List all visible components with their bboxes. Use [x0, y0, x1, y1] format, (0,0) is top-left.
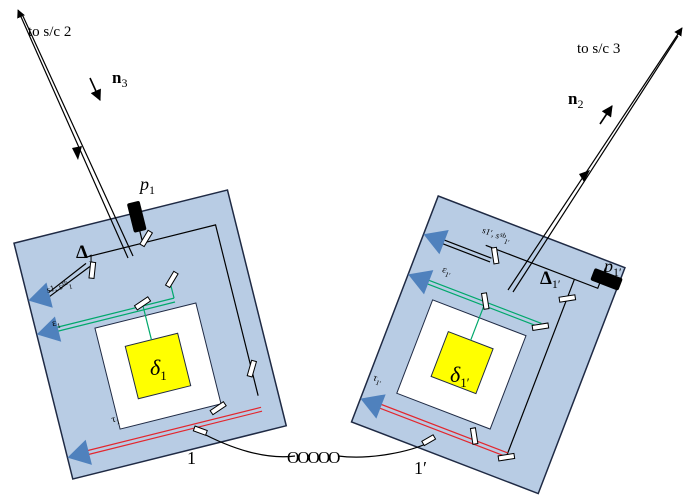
left-black-beam-path — [136, 221, 259, 396]
delta1p-label: δ1′ — [450, 362, 470, 390]
n2-arrow — [599, 105, 613, 125]
p1-label: p1 — [138, 174, 155, 197]
left-black-beam-horizontal — [84, 242, 143, 259]
to-sc3-label: to s/c 3 — [577, 41, 620, 57]
beam-to-sc2 — [17, 9, 129, 259]
s1-sb1-label: s1, ssb1 — [45, 278, 74, 297]
beam-to-sc3 — [507, 27, 683, 291]
right-beam-splitter — [469, 427, 479, 445]
tau1p-label-group: τ1′ — [371, 372, 385, 388]
tau1-label: τ1 — [110, 413, 121, 428]
delta1-label: δ1 — [150, 355, 167, 383]
to-sc2-label: to s/c 2 — [28, 24, 71, 40]
left-arrow-tau — [67, 439, 92, 465]
left-s-beam — [46, 262, 87, 295]
beam-to-sc2-midarrow — [72, 146, 82, 160]
left-beam-splitter — [164, 270, 179, 289]
tau1p-label: τ1′ — [371, 372, 385, 388]
left-beam-splitter — [246, 359, 258, 378]
eps1p-label-group: ε1′ — [440, 264, 454, 280]
left-green-beam-2 — [56, 301, 176, 333]
right-green-beam-down — [470, 305, 485, 341]
n3-arrow — [89, 77, 101, 102]
left-arrow-epsilon — [36, 316, 62, 342]
tau1-label-group: τ1 — [110, 413, 121, 428]
fiber-end-1p-label: 1′ — [414, 458, 427, 478]
fiber-end-1-label: 1 — [187, 448, 196, 468]
fiber-end-right — [421, 434, 437, 447]
left-red-beam-2 — [87, 410, 263, 456]
right-beam-splitter — [558, 294, 577, 303]
right-red-beam-2 — [375, 405, 507, 458]
right-black-beam-vertical — [506, 279, 575, 456]
right-s-beam — [439, 237, 492, 259]
eps1-label-group: ε1 — [51, 317, 62, 332]
left-laser-p1 — [127, 201, 147, 233]
right-arrow-tau — [360, 394, 386, 419]
left-arrow-s — [28, 282, 53, 308]
right-beam-splitter — [480, 292, 490, 310]
beam-to-sc3-return — [512, 35, 679, 293]
right-arrow-epsilon — [408, 270, 434, 295]
p1p-label: p1′ — [602, 256, 622, 279]
right-laser-p1p — [590, 268, 623, 291]
Delta1p-label: Δ1′ — [540, 268, 561, 291]
left-s-beam-2 — [47, 266, 91, 299]
s1-sb1-label-group: s1, ssb1 — [45, 278, 74, 297]
left-green-beam — [55, 297, 175, 329]
left-beam-splitter — [133, 296, 152, 311]
right-green-beam-2 — [423, 281, 541, 328]
beam-to-sc3-midarrow — [579, 170, 590, 182]
beam-to-sc2-return — [21, 13, 134, 257]
n3-label: n3 — [112, 68, 127, 90]
left-red-beam — [86, 406, 262, 452]
left-beam-splitter — [139, 229, 154, 248]
n2-label: n2 — [568, 89, 583, 111]
left-beam-splitter — [88, 261, 97, 279]
left-optical-bench — [13, 189, 288, 480]
right-s-beam-2 — [438, 241, 491, 263]
fiber-end-left — [192, 425, 208, 436]
right-beam-splitter — [497, 452, 516, 462]
right-red-beam — [376, 402, 508, 454]
right-optical-bench — [350, 195, 626, 495]
eps1p-label: ε1′ — [440, 264, 454, 280]
right-arrow-s — [423, 230, 449, 255]
right-beam-splitter — [531, 322, 550, 332]
eps1-label: ε1 — [51, 317, 62, 332]
left-beam-splitter — [209, 400, 227, 416]
Delta1-label: Δ1 — [76, 242, 94, 265]
fiber-coil: OOOOO — [287, 448, 340, 467]
left-green-beam-down — [142, 305, 153, 340]
right-beam-splitter — [490, 246, 500, 265]
